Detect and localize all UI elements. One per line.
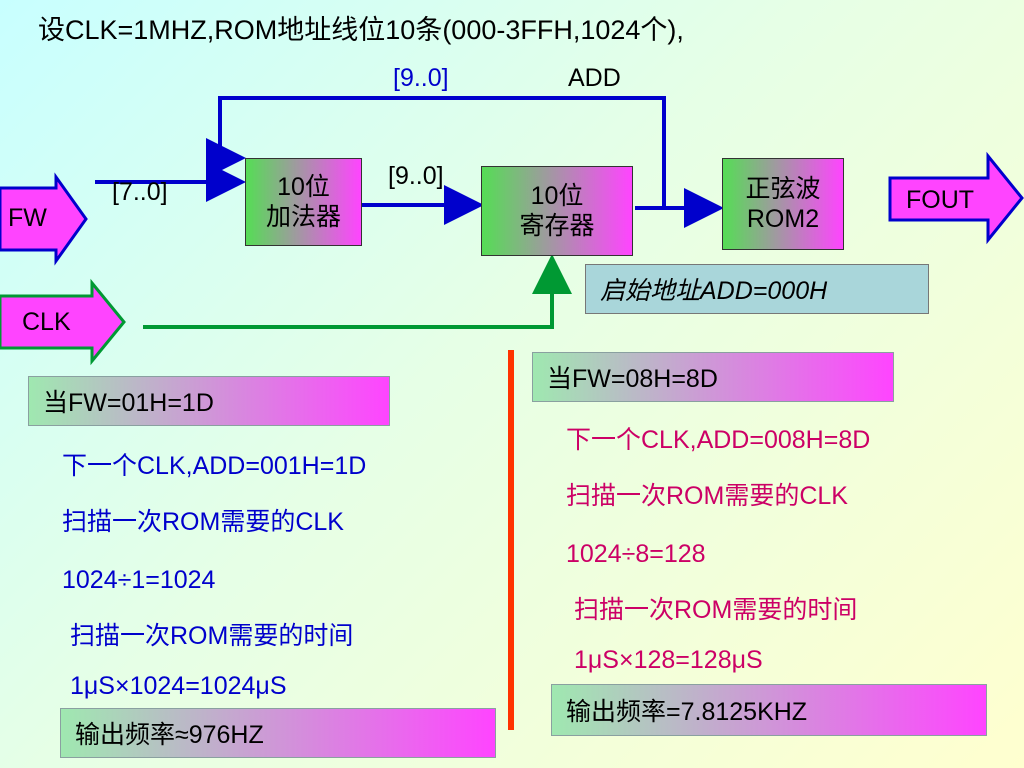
fw-arrow xyxy=(0,172,88,266)
clk-arrow xyxy=(0,278,126,366)
page-title: 设CLK=1MHZ,ROM地址线位10条(000-3FFH,1024个), xyxy=(38,15,684,45)
left-line1: 下一个CLK,ADD=001H=1D xyxy=(62,452,367,480)
right-header: 当FW=08H=8D xyxy=(532,352,894,402)
feedback-wire xyxy=(206,96,666,208)
fw-label: FW xyxy=(8,204,47,232)
right-line5: 1μS×128=128μS xyxy=(574,646,763,674)
rom-line1: 正弦波 xyxy=(745,175,821,203)
right-footer: 输出频率=7.8125KHZ xyxy=(551,684,987,736)
adder-line2: 加法器 xyxy=(265,203,341,231)
register-line2: 寄存器 xyxy=(519,212,595,240)
left-line2: 扫描一次ROM需要的CLK xyxy=(62,508,344,536)
register-block: 10位 寄存器 xyxy=(481,166,633,256)
register-line1: 10位 xyxy=(530,182,584,210)
fout-label: FOUT xyxy=(906,186,975,214)
column-divider xyxy=(508,350,514,730)
left-header: 当FW=01H=1D xyxy=(28,376,390,426)
adder-line1: 10位 xyxy=(277,173,330,201)
clk-label: CLK xyxy=(22,308,71,336)
left-line5: 1μS×1024=1024μS xyxy=(70,672,287,700)
fout-arrow xyxy=(888,151,1024,245)
right-line1: 下一个CLK,ADD=008H=8D xyxy=(566,426,871,454)
clk-to-register-wire xyxy=(143,254,572,329)
left-line4: 扫描一次ROM需要的时间 xyxy=(70,622,354,650)
label-bus-9-0-mid: [9..0] xyxy=(388,162,444,190)
adder-block: 10位 加法器 xyxy=(245,158,362,246)
label-bus-9-0-top: [9..0] xyxy=(393,64,449,92)
rom-block: 正弦波 ROM2 xyxy=(722,158,844,250)
left-line3: 1024÷1=1024 xyxy=(62,566,216,594)
left-footer: 输出频率≈976HZ xyxy=(60,708,496,758)
right-line4: 扫描一次ROM需要的时间 xyxy=(574,596,858,624)
label-bus-7-0: [7..0] xyxy=(112,178,168,206)
right-line2: 扫描一次ROM需要的CLK xyxy=(566,482,848,510)
start-address-note: 启始地址ADD=000H xyxy=(585,264,929,314)
label-add: ADD xyxy=(568,64,621,92)
rom-line2: ROM2 xyxy=(746,205,820,233)
right-line3: 1024÷8=128 xyxy=(566,540,706,568)
